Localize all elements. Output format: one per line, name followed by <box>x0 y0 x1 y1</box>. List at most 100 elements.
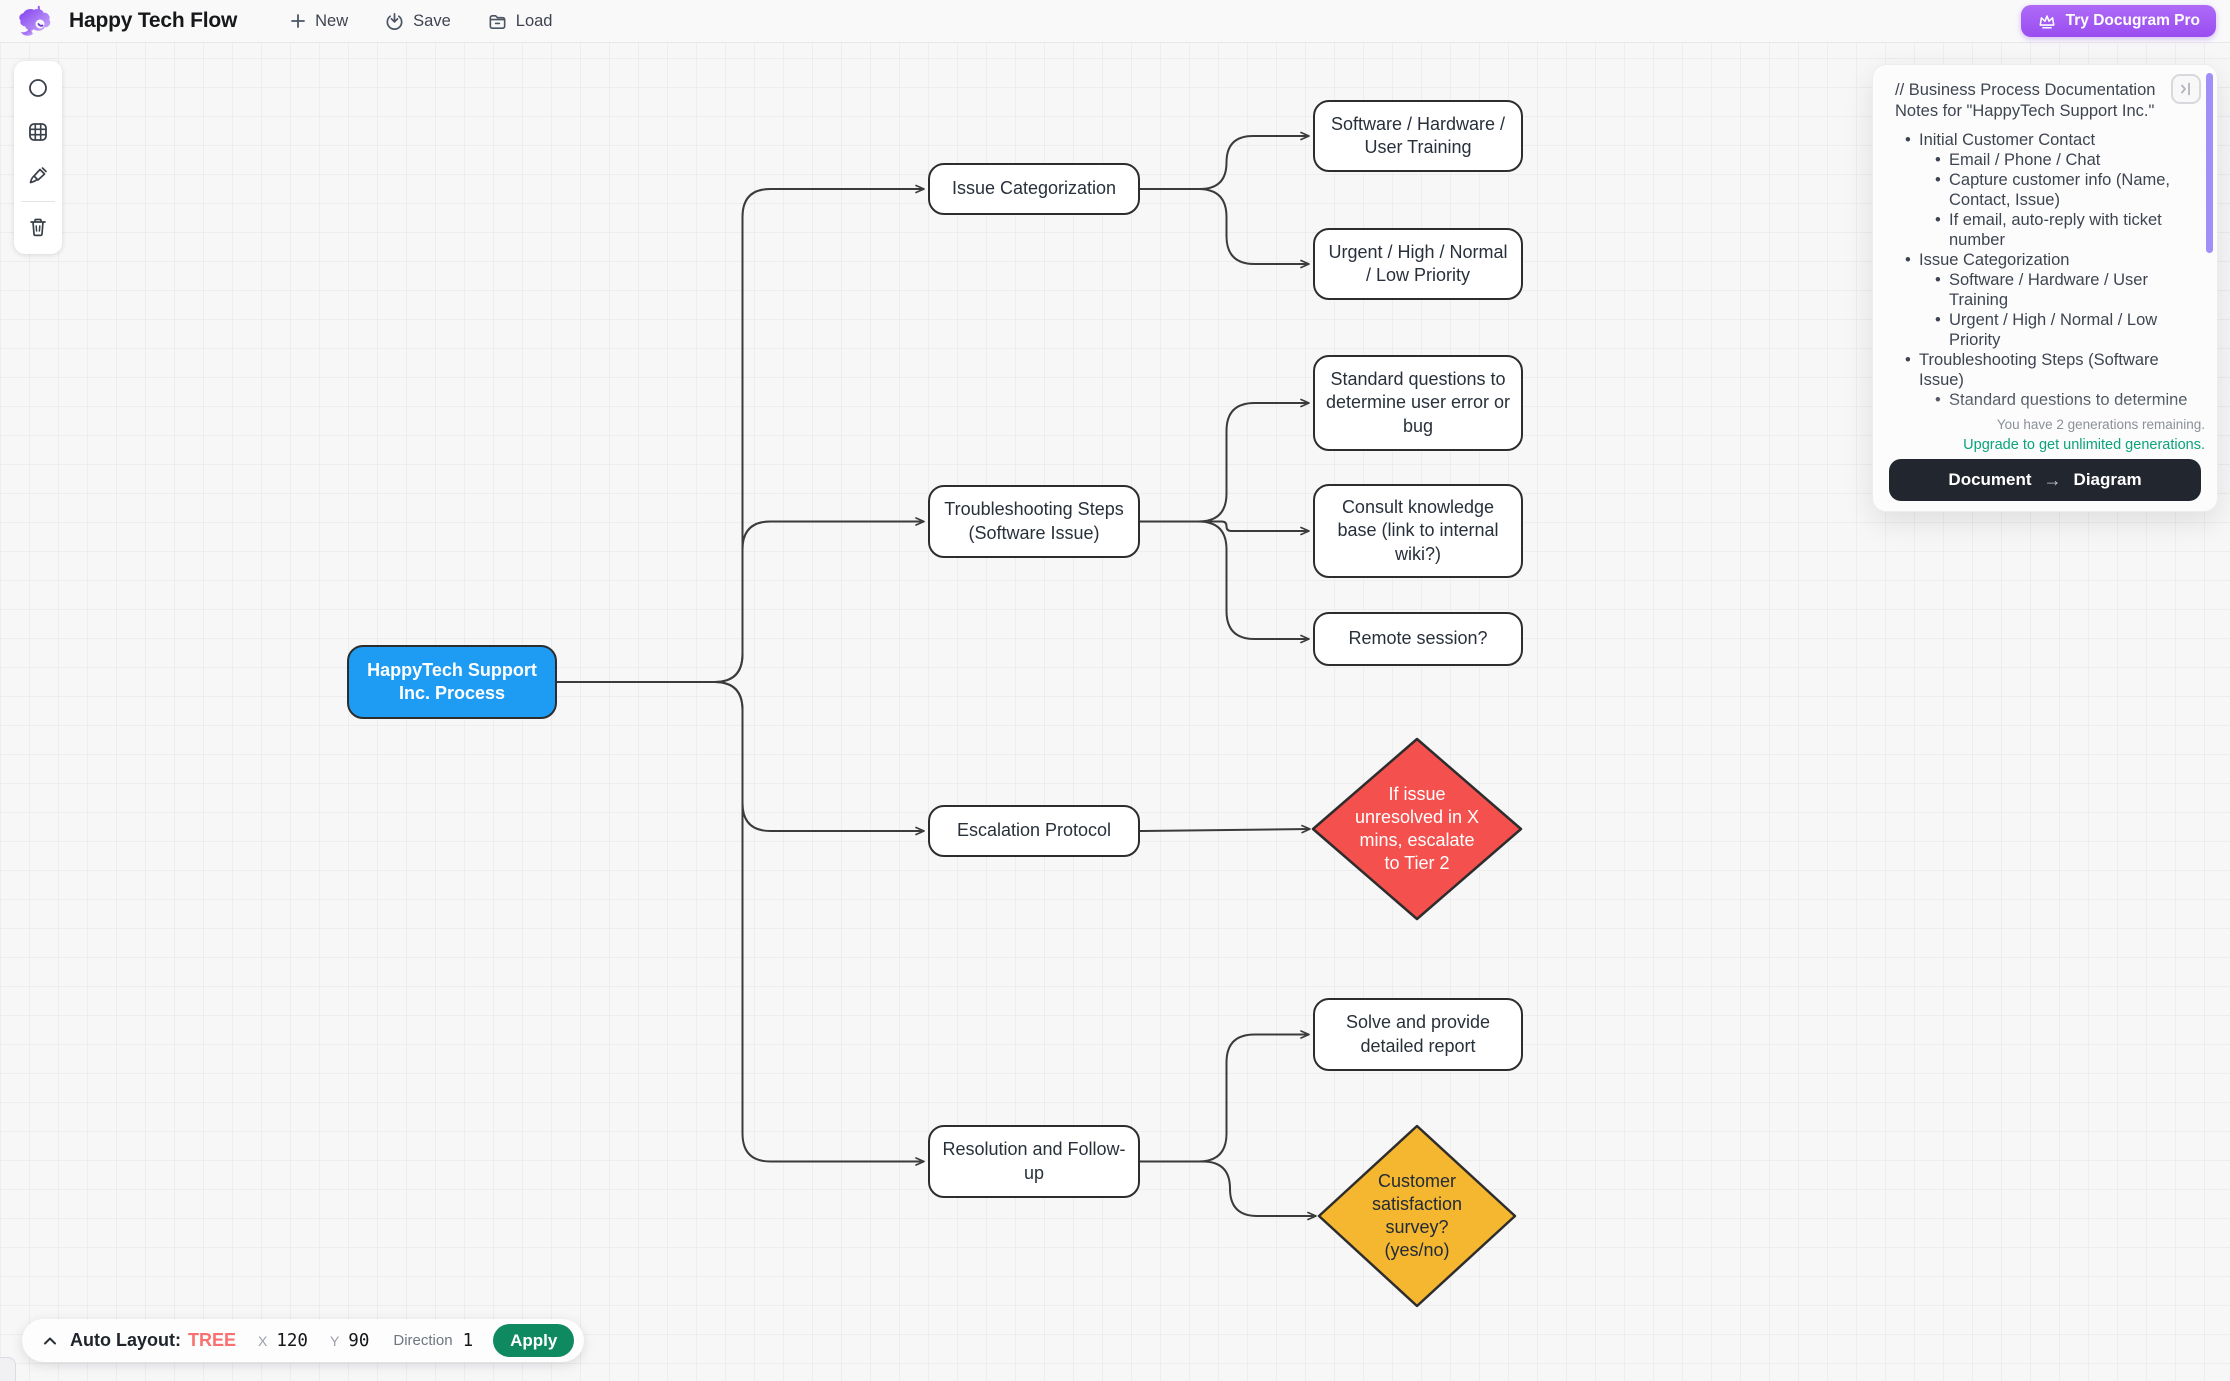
squid-logo-icon <box>19 5 51 36</box>
edge-resolution-solve <box>1140 1030 1310 1163</box>
arrow-right-icon: → <box>2043 469 2062 490</box>
generations-notice: You have 2 generations remaining. <box>1996 417 2205 432</box>
node-remote[interactable]: Remote session? <box>1313 612 1523 666</box>
node-standard[interactable]: Standard questions to determine user err… <box>1313 355 1523 451</box>
circle-shape-tool[interactable] <box>16 66 60 110</box>
note-bullet: •Email / Phone / Chat <box>1935 151 2101 169</box>
node-label: If issue unresolved in X mins, escalate … <box>1354 783 1480 874</box>
node-survey-diamond[interactable]: Customer satisfaction survey? (yes/no) <box>1317 1124 1517 1308</box>
note-bullet: •Initial Customer Contact <box>1905 131 2096 149</box>
node-consult[interactable]: Consult knowledge base (link to internal… <box>1313 484 1523 578</box>
note-bullet: •Issue Categorization <box>1905 251 2070 269</box>
apply-button[interactable]: Apply <box>493 1324 575 1357</box>
note-bullet: •Urgent / High / Normal / Low Priority <box>1935 311 2158 349</box>
edge-troubleshooting-remote <box>1140 520 1310 644</box>
header-menu: New Save Load <box>289 11 552 32</box>
layout-mode-value[interactable]: TREE <box>187 1330 236 1350</box>
circle-shape-icon <box>29 79 47 97</box>
node-resolution[interactable]: Resolution and Follow-up <box>928 1125 1140 1198</box>
auto-layout-label: Auto Layout: <box>70 1330 181 1350</box>
crown-icon <box>2039 15 2055 29</box>
notes-panel: // Business Process Documentation Notes … <box>1872 64 2218 512</box>
node-label: Escalation Protocol <box>956 820 1112 841</box>
header: Happy Tech Flow New Save Load Try Docugr… <box>0 0 2230 43</box>
diamond-shape <box>1317 1124 1517 1308</box>
grid-tool[interactable] <box>16 110 60 154</box>
edge-root-escalation <box>557 681 925 836</box>
notes-title: // Business Process Documentation Notes … <box>1895 81 2156 120</box>
collapse-panel-icon <box>2181 82 2190 96</box>
direction-label: Direction <box>393 1332 453 1349</box>
collapse-bar-button[interactable] <box>40 1333 60 1349</box>
corner-widget[interactable] <box>0 1357 16 1381</box>
node-label: Solve and provide detailed report <box>1345 1012 1491 1056</box>
edge-root-resolution <box>557 681 925 1166</box>
toolbar-divider <box>21 201 55 202</box>
direction-input[interactable]: 1 <box>462 1330 474 1351</box>
node-troubleshooting[interactable]: Troubleshooting Steps (Software Issue) <box>928 485 1140 558</box>
node-label: Consult knowledge base (link to internal… <box>1337 497 1499 564</box>
upgrade-link[interactable]: Upgrade to get unlimited generations. <box>1963 437 2205 453</box>
shape-toolbar <box>14 61 62 254</box>
node-label: Issue Categorization <box>951 178 1117 199</box>
text-fade-overlay <box>1873 393 2217 465</box>
edge-root-troubleshooting <box>557 517 925 683</box>
node-label: Urgent / High / Normal / Low Priority <box>1328 241 1508 285</box>
note-bullet: •If email, auto-reply with ticket number <box>1935 211 2162 249</box>
note-bullet: •Capture customer info (Name, Contact, I… <box>1935 171 2171 209</box>
note-bullet: •Software / Hardware / User Training <box>1935 271 2148 309</box>
edge-escalation-escalate-diamond <box>1139 824 1311 834</box>
node-urgent[interactable]: Urgent / High / Normal / Low Priority <box>1313 228 1523 300</box>
notes-list: •Initial Customer Contact •Email / Phone … <box>1895 130 2191 410</box>
x-spacing-input[interactable]: 120 <box>276 1330 308 1351</box>
chevron-up-icon <box>44 1337 56 1344</box>
save-tray-icon <box>386 12 403 30</box>
load-button[interactable]: Load <box>487 11 553 32</box>
node-label: Standard questions to determine user err… <box>1325 369 1511 436</box>
app-title: Happy Tech Flow <box>69 9 238 32</box>
try-pro-button[interactable]: Try Docugram Pro <box>2020 5 2216 37</box>
doc-label: Document <box>1948 470 2032 489</box>
delete-tool[interactable] <box>16 205 60 249</box>
save-button[interactable]: Save <box>384 11 451 32</box>
diamond-shape <box>1311 737 1523 921</box>
edge-troubleshooting-consult <box>1140 520 1310 536</box>
edge-troubleshooting-standard <box>1140 398 1310 523</box>
y-spacing-input[interactable]: 90 <box>348 1330 370 1351</box>
brush-icon <box>29 167 47 184</box>
trash-icon <box>30 218 46 237</box>
document-to-diagram-button[interactable]: Document → Diagram <box>1889 459 2201 501</box>
node-label: Software / Hardware / User Training <box>1330 113 1506 157</box>
node-label: HappyTech Support Inc. Process <box>367 659 537 703</box>
auto-layout-bar: Auto Layout: TREE X 120 Y 90 Direction 1… <box>22 1319 585 1362</box>
node-label: Customer satisfaction survey? (yes/no) <box>1371 1170 1463 1261</box>
diagram-label: Diagram <box>2073 470 2142 489</box>
node-root[interactable]: HappyTech Support Inc. Process <box>347 645 557 719</box>
node-label: Remote session? <box>1348 628 1488 649</box>
save-label: Save <box>413 11 451 30</box>
node-solve[interactable]: Solve and provide detailed report <box>1313 998 1523 1071</box>
node-label: Resolution and Follow-up <box>942 1139 1126 1183</box>
note-bullet: •Troubleshooting Steps (Software Issue) <box>1905 351 2159 389</box>
load-label: Load <box>515 11 553 30</box>
plus-icon <box>291 14 306 28</box>
grid-icon <box>29 123 47 141</box>
node-issue[interactable]: Issue Categorization <box>928 163 1140 215</box>
new-label: New <box>315 11 349 30</box>
edge-issue-software <box>1140 131 1310 190</box>
y-label: Y <box>329 1332 340 1349</box>
new-button[interactable]: New <box>289 12 348 31</box>
brush-tool[interactable] <box>16 154 60 198</box>
node-software[interactable]: Software / Hardware / User Training <box>1313 100 1523 172</box>
edge-resolution-survey-diamond <box>1140 1160 1317 1221</box>
try-pro-label: Try Docugram Pro <box>2065 12 2200 29</box>
panel-scrollbar[interactable] <box>2206 73 2213 253</box>
folder-icon <box>489 14 506 29</box>
node-label: Troubleshooting Steps (Software Issue) <box>944 499 1124 543</box>
node-escalation[interactable]: Escalation Protocol <box>928 805 1140 857</box>
x-label: X <box>258 1332 268 1349</box>
node-escalate-diamond[interactable]: If issue unresolved in X mins, escalate … <box>1311 737 1523 921</box>
collapse-panel-button[interactable] <box>2171 74 2201 104</box>
edge-issue-urgent <box>1140 188 1310 269</box>
